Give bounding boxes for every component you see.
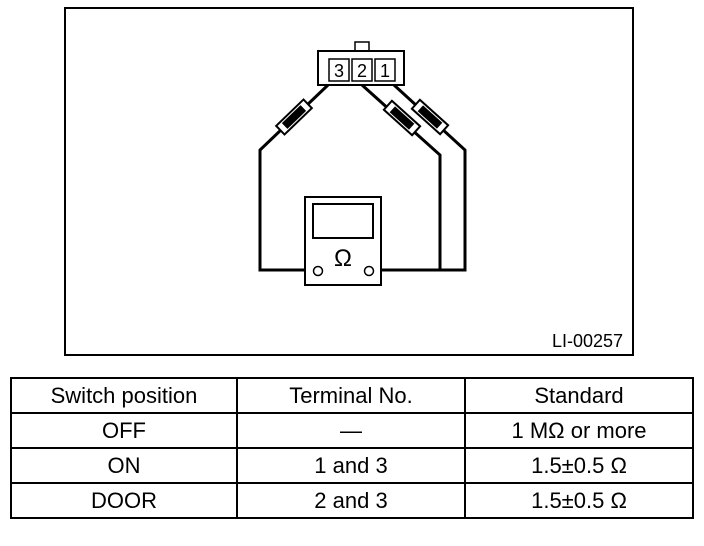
test-lead-left xyxy=(258,83,330,272)
cell-standard: 1.5±0.5 Ω xyxy=(464,482,694,519)
connector-cell-2 xyxy=(351,58,373,82)
meter-jack-right xyxy=(363,265,375,277)
connector-latch xyxy=(354,41,370,52)
ohmmeter: Ω xyxy=(304,196,382,286)
circuit-diagram: 3 2 1 Ω LI-00257 xyxy=(64,7,634,356)
connector-cell-1 xyxy=(374,58,396,82)
ohm-symbol: Ω xyxy=(334,245,352,272)
table-row: OFF — 1 MΩ or more xyxy=(10,412,694,449)
table-header-row: Switch position Terminal No. Standard xyxy=(10,377,694,414)
cell-switch-position: DOOR xyxy=(10,482,238,519)
header-switch-position: Switch position xyxy=(10,377,238,414)
terminal-label-2: 2 xyxy=(357,61,367,81)
connector: 3 2 1 xyxy=(317,41,405,86)
cell-standard: 1 MΩ or more xyxy=(464,412,694,449)
spec-table: Switch position Terminal No. Standard OF… xyxy=(10,377,694,519)
terminal-label-3: 3 xyxy=(334,61,344,81)
meter-display xyxy=(312,203,374,239)
terminal-label-1: 1 xyxy=(380,61,390,81)
test-lead-right xyxy=(392,83,467,272)
figure-id: LI-00257 xyxy=(552,331,623,351)
figure-frame xyxy=(64,7,634,356)
cell-switch-position: ON xyxy=(10,447,238,484)
meter-jack-left xyxy=(312,265,324,277)
table-row: DOOR 2 and 3 1.5±0.5 Ω xyxy=(10,482,694,519)
cell-switch-position: OFF xyxy=(10,412,238,449)
test-lead-middle xyxy=(360,83,442,272)
connector-cell-3 xyxy=(328,58,350,82)
cell-terminal-no: — xyxy=(236,412,466,449)
cell-terminal-no: 2 and 3 xyxy=(236,482,466,519)
cell-standard: 1.5±0.5 Ω xyxy=(464,447,694,484)
cell-terminal-no: 1 and 3 xyxy=(236,447,466,484)
header-standard: Standard xyxy=(464,377,694,414)
header-terminal-no: Terminal No. xyxy=(236,377,466,414)
table-row: ON 1 and 3 1.5±0.5 Ω xyxy=(10,447,694,484)
